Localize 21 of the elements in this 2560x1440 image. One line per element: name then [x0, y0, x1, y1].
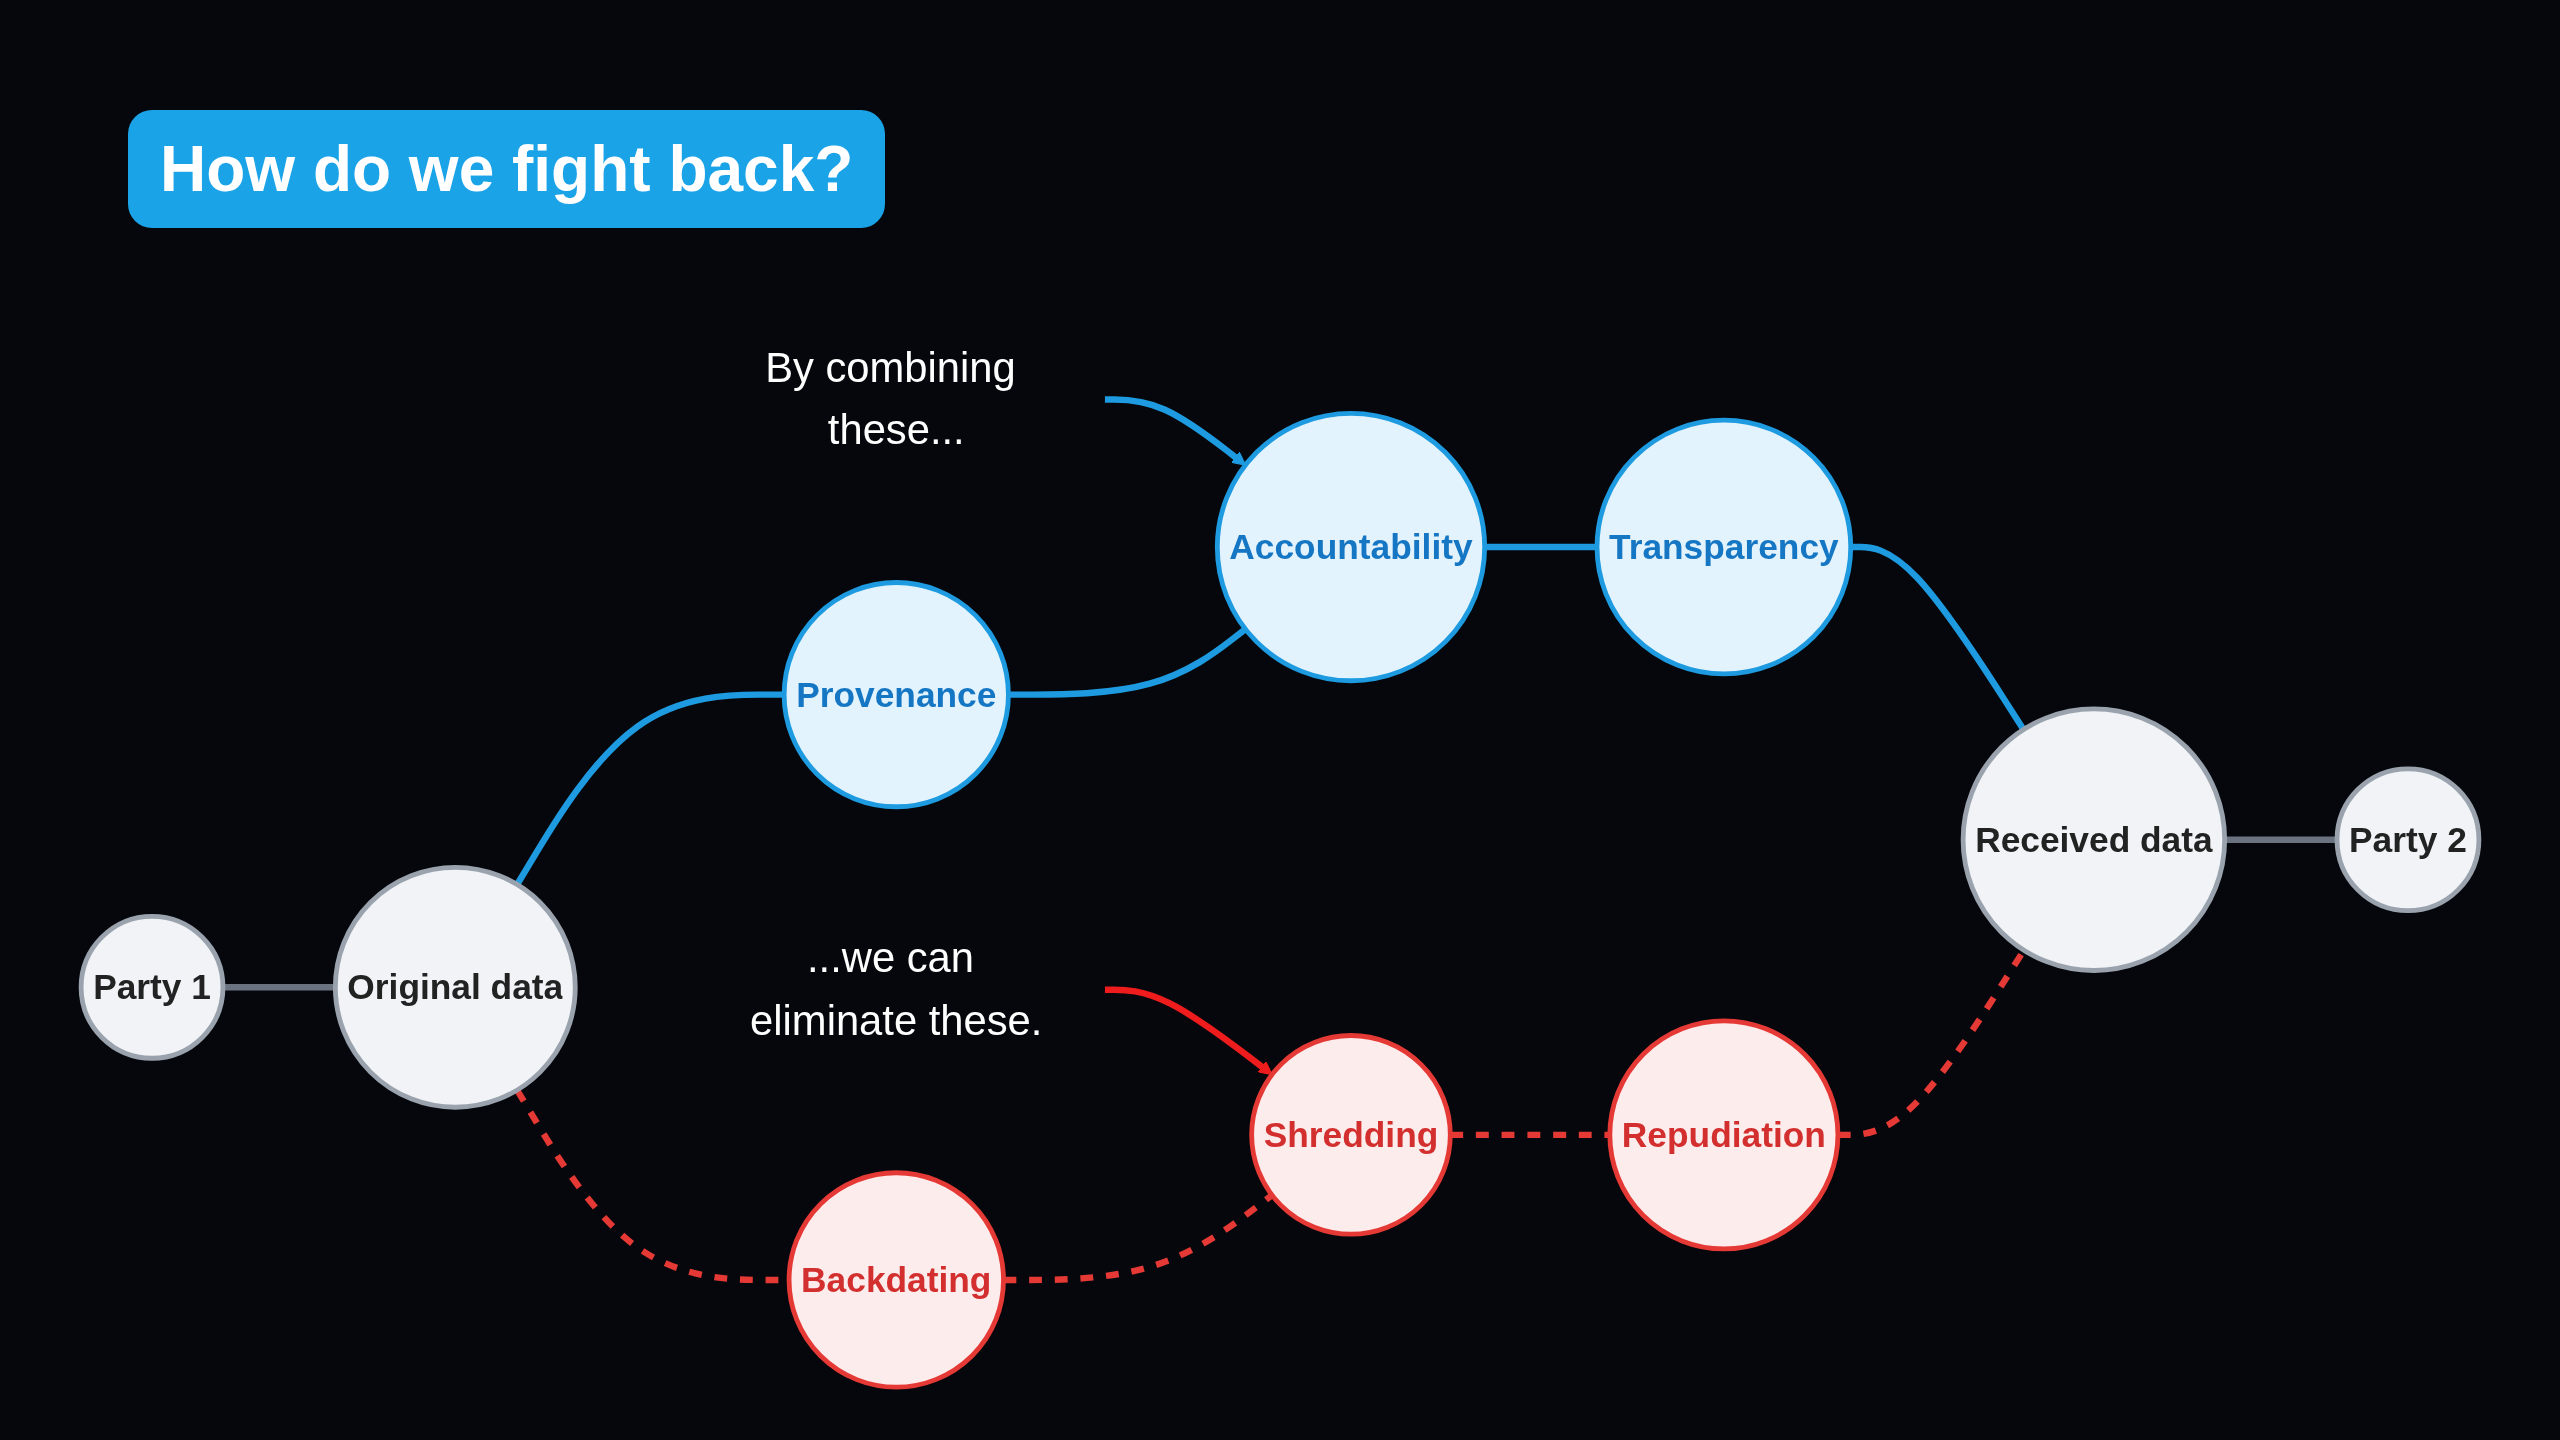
connector [1850, 543, 2027, 732]
node-circle: Party 2 [2334, 766, 2482, 914]
node-circle: Accountability [1214, 410, 1488, 684]
connector [1450, 1131, 1610, 1139]
node-circle: Received data [1960, 706, 2228, 973]
node-circle: Party 1 [78, 913, 226, 1061]
arrow [1104, 986, 1273, 1076]
node-circle: Transparency [1594, 417, 1854, 677]
connector [1484, 543, 1597, 551]
node-circle: Backdating [786, 1170, 1006, 1390]
node-circle: Shredding [1249, 1033, 1453, 1237]
connector [1008, 626, 1248, 698]
node-circle: Original data [332, 864, 578, 1110]
node-circle: Repudiation [1607, 1018, 1841, 1252]
title-banner: How do we fight back? [128, 110, 886, 228]
node-circle: Provenance [781, 580, 1011, 810]
connector [222, 984, 336, 991]
node-text: By combining these... [765, 343, 1016, 455]
node-text: ...we can eliminate these. [750, 933, 1043, 1045]
arrow [1104, 396, 1247, 466]
connector [2224, 836, 2338, 843]
